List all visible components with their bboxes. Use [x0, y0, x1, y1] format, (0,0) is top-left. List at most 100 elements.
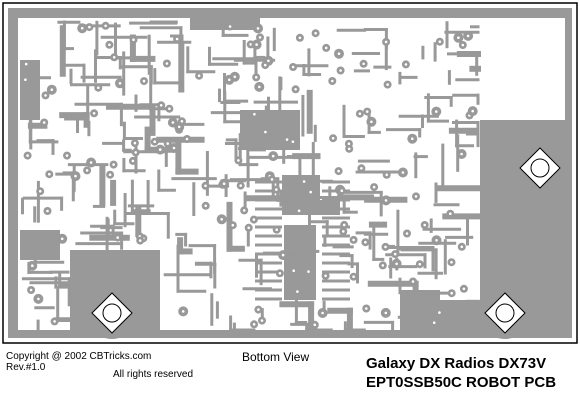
drill-hole [42, 121, 46, 124]
drill-hole [133, 141, 137, 145]
drill-hole [112, 163, 115, 166]
drill-hole [296, 290, 299, 293]
mounting-drill [530, 158, 550, 178]
drill-hole [85, 169, 89, 172]
drill-hole [466, 34, 470, 38]
drill-hole [291, 65, 295, 69]
drill-hole [159, 104, 163, 107]
drill-hole [258, 85, 261, 89]
drill-hole [324, 46, 328, 50]
drill-hole [258, 36, 262, 39]
drill-hole [171, 121, 175, 124]
drill-hole [411, 137, 414, 140]
drill-hole [180, 120, 184, 123]
drill-hole [252, 323, 256, 326]
drill-hole [60, 237, 64, 241]
drill-hole [24, 62, 28, 66]
drill-hole [260, 319, 264, 322]
drill-hole [384, 40, 388, 44]
drill-hole [271, 154, 275, 158]
drill-hole [104, 24, 107, 28]
drill-hole [457, 36, 460, 39]
drill-hole [181, 310, 185, 313]
drill-hole [460, 152, 463, 156]
drill-hole [297, 209, 301, 213]
drill-hole [347, 147, 351, 151]
drill-hole [134, 151, 137, 154]
drill-hole [264, 130, 267, 134]
drill-hole [26, 154, 29, 157]
drill-hole [384, 199, 388, 202]
drill-hole [347, 142, 351, 145]
drill-hole [438, 311, 441, 314]
drill-hole [165, 62, 169, 65]
drill-hole [263, 63, 267, 67]
drill-hole [24, 78, 27, 81]
drill-hole [267, 59, 270, 63]
drill-hole [365, 307, 368, 310]
drill-hole [291, 140, 295, 143]
drill-hole [281, 253, 285, 257]
drill-hole [92, 112, 96, 115]
drill-hole [471, 109, 475, 113]
drill-hole [233, 75, 237, 79]
drill-hole [65, 154, 69, 157]
drill-hole [292, 269, 296, 273]
solder-pads [20, 21, 478, 329]
ground-pour [20, 230, 60, 260]
mounting-hole-icon [479, 287, 531, 339]
drill-hole [237, 159, 240, 162]
drill-hole [252, 218, 256, 221]
drill-hole [253, 112, 256, 116]
drill-hole [247, 226, 250, 230]
drill-hole [112, 56, 116, 59]
drill-hole [44, 94, 47, 97]
drill-hole [385, 173, 389, 177]
drill-hole [88, 25, 91, 29]
drill-hole [352, 238, 355, 242]
drill-hole [118, 82, 122, 85]
drill-hole [29, 288, 33, 292]
drill-hole [256, 27, 260, 30]
drill-hole [401, 171, 405, 174]
drill-hole [97, 86, 100, 89]
drill-hole [275, 228, 279, 231]
drill-hole [386, 83, 389, 86]
drill-hole [414, 195, 418, 198]
drill-hole [449, 212, 452, 215]
drill-hole [313, 323, 317, 327]
drill-hole [204, 184, 207, 188]
drill-hole [438, 40, 442, 43]
drill-hole [197, 74, 201, 77]
drill-hole [405, 232, 409, 235]
drill-hole [257, 308, 260, 311]
drill-hole [285, 138, 289, 141]
drill-hole [116, 236, 119, 239]
drill-hole [168, 107, 171, 110]
drill-hole [158, 148, 162, 151]
drill-hole [294, 88, 297, 91]
drill-hole [172, 146, 176, 150]
drill-hole [89, 161, 93, 164]
drill-hole [432, 321, 436, 325]
drill-hole [298, 36, 302, 40]
drill-hole [255, 43, 258, 46]
drill-hole [307, 270, 310, 273]
drill-hole [38, 189, 42, 193]
drill-hole [108, 43, 111, 47]
view-label: Bottom View [242, 350, 310, 364]
drill-hole [166, 142, 169, 145]
drill-hole [435, 110, 438, 113]
drill-hole [352, 275, 355, 279]
drill-hole [46, 209, 49, 213]
drill-hole [153, 140, 156, 143]
drill-hole [220, 218, 223, 221]
drill-hole [331, 79, 334, 83]
ground-pour [400, 290, 440, 330]
drill-hole [337, 169, 340, 173]
drill-hole [331, 136, 335, 140]
drill-hole [372, 185, 376, 189]
drill-hole [384, 245, 387, 249]
model-title: Galaxy DX Radios DX73V [366, 355, 547, 372]
